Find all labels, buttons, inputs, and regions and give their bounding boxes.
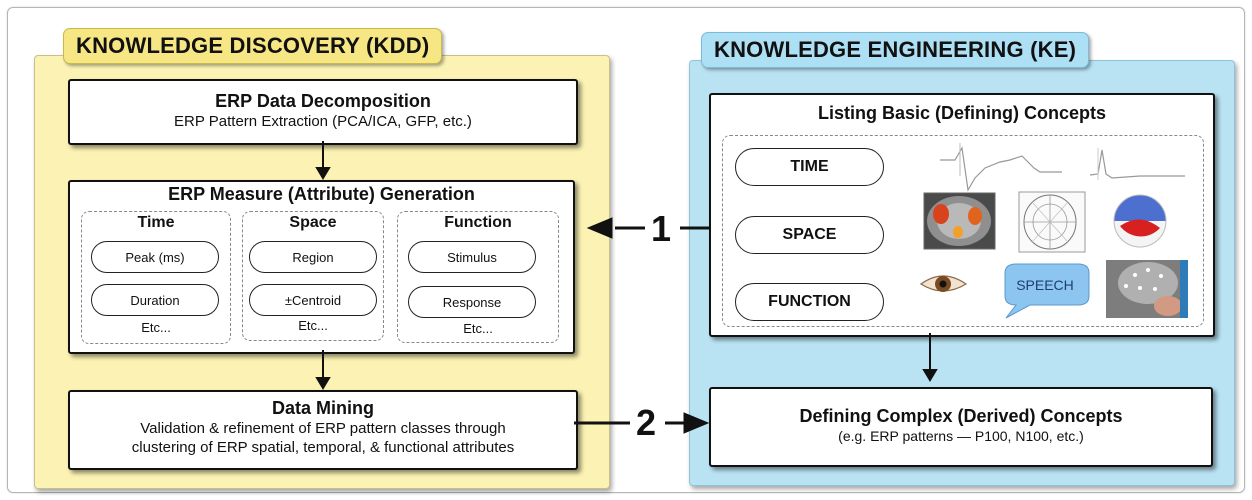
erp-peak-icon (1089, 148, 1185, 180)
data-mining-box: Data Mining Validation & refinement of E… (68, 390, 578, 470)
space-group: Space Region ±Centroid Etc... (242, 211, 384, 341)
ke-title: KNOWLEDGE ENGINEERING (KE) (701, 32, 1090, 68)
data-mining-title: Data Mining (272, 398, 374, 418)
function-group: Function Stimulus Response Etc... (397, 211, 559, 343)
arrow-2-label: 2 (636, 402, 657, 443)
space-etc: Etc... (298, 318, 328, 333)
time-heading: Time (137, 214, 175, 231)
topographic-map-icon (1113, 194, 1167, 248)
eye-icon (919, 275, 968, 292)
speech-label: SPEECH (1016, 277, 1074, 293)
eeg-cap-photo-icon (1106, 260, 1188, 318)
data-mining-line-1: Validation & refinement of ERP pattern c… (140, 420, 506, 437)
arrow-1-label: 1 (651, 208, 672, 249)
time-group: Time Peak (ms) Duration Etc... (81, 211, 231, 344)
erp-waveform-icon (940, 143, 1062, 192)
response-attribute: Response (408, 286, 536, 318)
function-heading: Function (444, 214, 512, 231)
time-concept: TIME (735, 148, 884, 186)
complex-concepts-subtitle: (e.g. ERP patterns — P100, N100, etc.) (838, 428, 1084, 444)
arrow-2 (574, 412, 710, 434)
electrode-map-icon (1018, 191, 1086, 253)
region-attribute: Region (249, 241, 377, 273)
function-concept: FUNCTION (735, 283, 884, 321)
stimulus-attribute: Stimulus (408, 241, 536, 273)
duration-attribute: Duration (91, 284, 219, 316)
space-concept: SPACE (735, 216, 884, 254)
erp-decomposition-box: ERP Data Decomposition ERP Pattern Extra… (68, 79, 578, 145)
kdd-title: KNOWLEDGE DISCOVERY (KDD) (63, 28, 443, 64)
speech-bubble-icon (1004, 263, 1090, 319)
time-etc: Etc... (141, 320, 171, 335)
peak-attribute: Peak (ms) (91, 241, 219, 273)
decomposition-title: ERP Data Decomposition (215, 91, 431, 111)
data-mining-line-2: clustering of ERP spatial, temporal, & f… (131, 439, 515, 456)
complex-concepts-box: Defining Complex (Derived) Concepts (e.g… (709, 387, 1213, 467)
space-heading: Space (289, 214, 337, 231)
complex-concepts-title: Defining Complex (Derived) Concepts (799, 406, 1123, 426)
basic-concepts-title: Listing Basic (Defining) Concepts (817, 103, 1107, 123)
brain-mri-icon (923, 192, 996, 250)
function-etc: Etc... (463, 321, 493, 336)
arrow-1 (586, 217, 709, 239)
measure-title: ERP Measure (Attribute) Generation (168, 184, 475, 204)
flow-arrows (315, 141, 938, 390)
decomposition-subtitle: ERP Pattern Extraction (PCA/ICA, GFP, et… (174, 113, 472, 130)
concepts-group (722, 135, 1204, 327)
centroid-attribute: ±Centroid (249, 284, 377, 316)
